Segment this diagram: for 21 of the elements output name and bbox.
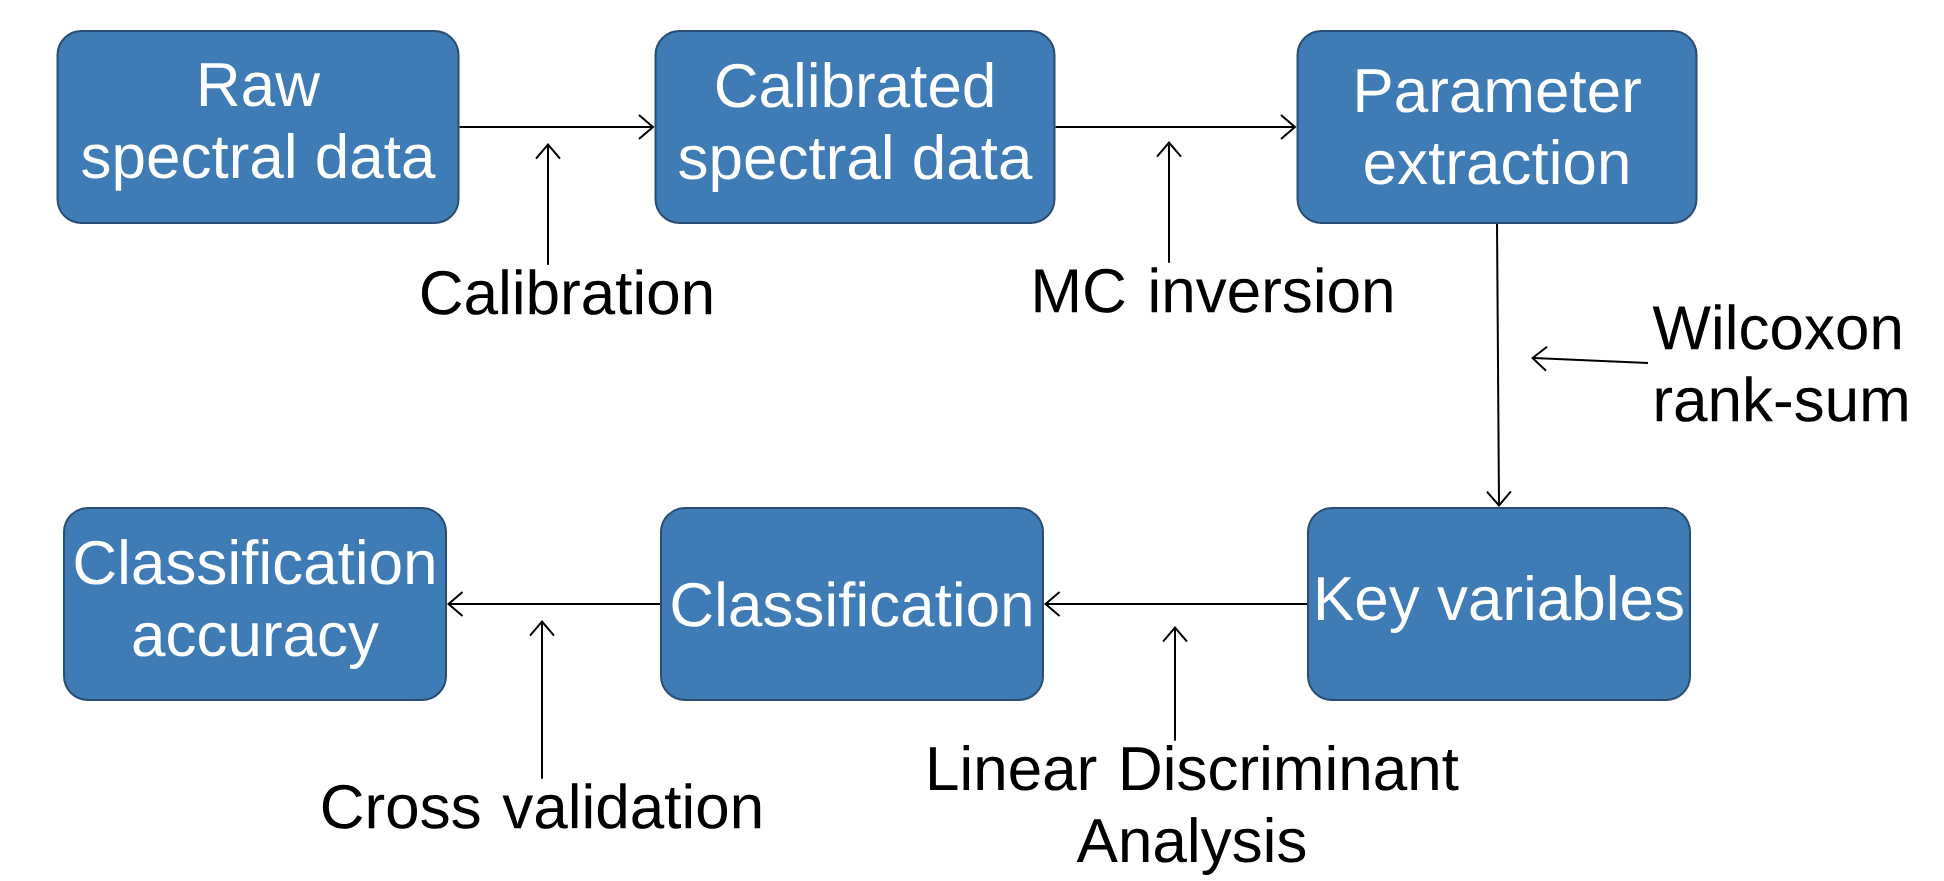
- step-label: Cross validation: [322, 783, 761, 829]
- arrow: [447, 591, 661, 617]
- process-box: Calibrated spectral data: [654, 30, 1056, 224]
- process-box: Key variables: [1307, 507, 1691, 701]
- arrow: [1054, 114, 1297, 140]
- step-label: Linear Discriminant Analysis: [930, 745, 1459, 875]
- step-label: Calibration: [421, 269, 712, 315]
- process-box: Classification: [660, 507, 1044, 701]
- process-box: Raw spectral data: [56, 30, 460, 224]
- arrow: [1485, 223, 1512, 507]
- arrow: [1044, 591, 1308, 617]
- arrow: [1156, 141, 1182, 264]
- step-label: MC inversion: [1035, 267, 1392, 313]
- arrow: [535, 143, 561, 266]
- arrow: [1531, 345, 1649, 372]
- arrow: [529, 620, 555, 780]
- arrow: [458, 114, 655, 140]
- arrow: [1162, 626, 1188, 742]
- process-box: Parameter extraction: [1296, 30, 1698, 224]
- process-box: Classification accuracy: [63, 507, 447, 701]
- step-label: Wilcoxon rank-sum: [1652, 304, 1907, 422]
